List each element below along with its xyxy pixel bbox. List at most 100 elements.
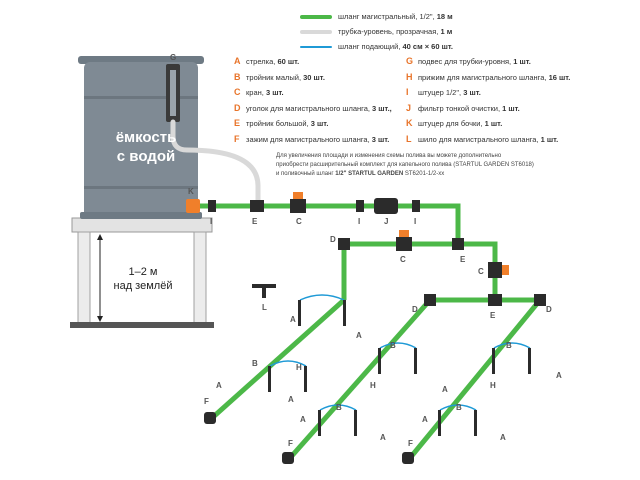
- part-qty: 1 шт.: [502, 103, 520, 113]
- part-qty: 3 шт.,: [372, 103, 392, 113]
- height-label-line1: 1–2 м: [128, 266, 158, 278]
- tank-label-line2: с водой: [116, 148, 176, 165]
- part-name: стрелка,: [246, 57, 278, 66]
- tank-label-line1: ёмкость: [115, 129, 177, 146]
- legend-label: шланг магистральный, 1/2",: [338, 12, 437, 21]
- part-letter: C: [234, 87, 241, 98]
- tee-e-1: [250, 200, 264, 212]
- row-1-hose: [210, 298, 346, 420]
- stake: [414, 348, 417, 374]
- row-3-feed: [439, 342, 531, 411]
- corner-d-1: [338, 238, 350, 250]
- part-name: прижим для магистрального шланга,: [418, 72, 549, 82]
- stake: [378, 348, 381, 374]
- tag-b-2: B: [390, 341, 396, 350]
- tank-label: ёмкость с водой: [92, 128, 200, 166]
- tag-k: K: [188, 187, 194, 196]
- part-name: тройник большой,: [246, 119, 311, 129]
- drip-row-3: [408, 298, 542, 460]
- tag-i-2: I: [358, 217, 360, 226]
- part-qty: 3 шт.: [310, 119, 329, 129]
- tag-a-6: A: [300, 415, 306, 424]
- tank-rib-2: [84, 186, 198, 189]
- part-qty: 16 шт.: [548, 72, 571, 82]
- tag-a-10: A: [500, 433, 506, 442]
- stand-leg-right: [193, 231, 207, 325]
- legend-label: шланг подающий,: [338, 42, 403, 51]
- height-arrow-bottom: [97, 316, 103, 322]
- tag-b-1: B: [252, 359, 258, 368]
- valve-c-1-body: [290, 199, 306, 213]
- valve-c-2-body: [396, 237, 412, 251]
- legend-item-main-hose: шланг магистральный, 1/2", 18 м: [300, 12, 620, 26]
- tag-d-2: D: [412, 305, 418, 314]
- clamp-f-1: [204, 412, 216, 424]
- stand-top: [71, 217, 213, 233]
- tag-a-2: A: [356, 331, 362, 340]
- stake: [268, 366, 271, 392]
- expansion-note: Для увеличения площади и изменения схемы…: [276, 152, 596, 179]
- part-name: фильтр тонкой очистки,: [418, 103, 503, 113]
- valve-c-3-handle: [502, 265, 509, 275]
- legend-qty: 18 м: [436, 12, 453, 21]
- tag-f-2: F: [288, 439, 293, 448]
- part-qty: 3 шт.: [265, 88, 284, 98]
- part-qty: 1 шт.: [513, 57, 531, 66]
- tag-d-1: D: [330, 235, 336, 244]
- clamp-f-3: [402, 452, 414, 464]
- fittings: [186, 198, 546, 464]
- tag-a-5: A: [442, 385, 448, 394]
- tag-a-9: A: [422, 415, 428, 424]
- part-name: зажим для магистрального шланга,: [246, 134, 372, 144]
- part-qty: 1 шт.: [484, 119, 503, 129]
- hose-legend: шланг магистральный, 1/2", 18 м трубка-у…: [300, 12, 620, 60]
- tag-h-1: H: [296, 363, 302, 372]
- level-tube-swatch: [300, 30, 332, 34]
- part-letter: E: [234, 118, 241, 129]
- tank-bottom: [80, 212, 202, 219]
- part-letter: G: [406, 56, 414, 66]
- part-letter: B: [234, 71, 241, 82]
- awl-l: [252, 284, 276, 298]
- tag-a-1: A: [290, 315, 296, 324]
- branch-line-1: [341, 241, 458, 300]
- tag-b-4: B: [506, 341, 512, 350]
- level-tube: [170, 119, 261, 207]
- legend-qty: 1 м: [440, 27, 453, 36]
- tag-f-1: F: [204, 397, 209, 406]
- legend-item-level-tube: трубка-уровень, прозрачная, 1 м: [300, 27, 620, 41]
- corner-d-2: [424, 294, 436, 306]
- tank-rib-1: [84, 96, 198, 99]
- part-qty: 3 шт.: [371, 134, 390, 144]
- note-line-3: и поливочный шланг 1/2" STARTUL GARDEN S…: [276, 170, 596, 179]
- tag-l: L: [262, 303, 267, 312]
- water-tank: [78, 56, 204, 219]
- stake: [304, 366, 307, 392]
- part-name: штуцер 1/2",: [418, 88, 464, 98]
- tag-j: J: [384, 217, 388, 226]
- height-label-line2: над землёй: [113, 280, 173, 292]
- part-name: подвес для трубки-уровня,: [418, 57, 514, 66]
- row-1-feed-upper: [269, 294, 345, 367]
- tag-e-2: E: [460, 255, 466, 264]
- height-arrow-top: [97, 234, 103, 240]
- connector-i-2: [356, 200, 364, 212]
- tee-e-2: [452, 238, 464, 250]
- tag-g: G: [170, 53, 176, 62]
- part-letter: F: [234, 133, 240, 144]
- stake: [318, 410, 321, 436]
- part-tags: G K I E C I J I D C E C L D E D A A H B …: [170, 53, 562, 448]
- part-letter: L: [406, 133, 412, 144]
- legend-qty: 40 см × 60 шт.: [402, 42, 453, 51]
- row-2-feed: [319, 342, 417, 411]
